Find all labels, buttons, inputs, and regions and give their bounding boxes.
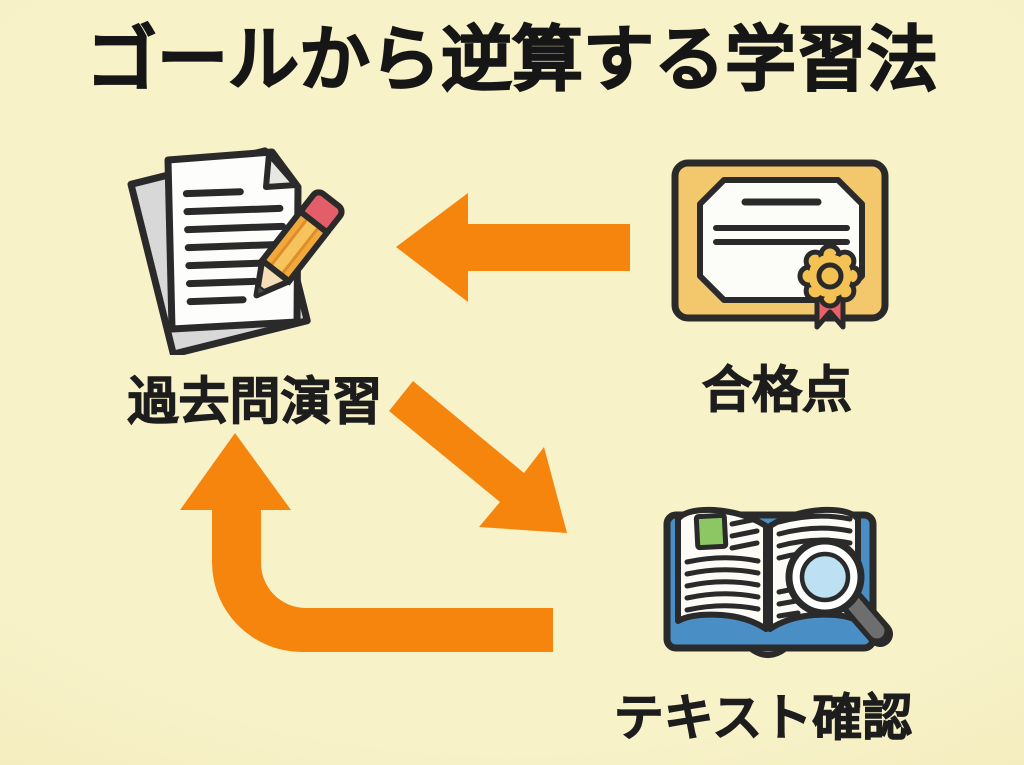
- magnifier-icon: [785, 537, 893, 647]
- book-spine-tab: [747, 645, 789, 658]
- arrow-past-exams-to-textbook: [389, 381, 567, 533]
- label-textbook-check: テキスト確認: [613, 690, 913, 747]
- award-rosette: [797, 243, 863, 309]
- arrow-goal-to-past-exams: [396, 193, 630, 302]
- magnifier-lens: [799, 551, 851, 603]
- pencil-wood-tip: [253, 257, 292, 299]
- magnifier-handle: [846, 596, 885, 639]
- label-past-exam-practice: 過去問演習: [127, 373, 383, 431]
- certificate-text-lines: [713, 198, 850, 245]
- page-title: ゴールから逆算する学習法: [85, 21, 939, 101]
- paper-fold-corner: [263, 151, 299, 190]
- paper-text-lines: [182, 188, 287, 306]
- pencil-graphite: [255, 283, 268, 297]
- arrow-textbook-loop-to-past-exams: [180, 433, 553, 652]
- certificate-icon: [671, 159, 889, 330]
- textbook-magnifier-icon: [663, 506, 893, 658]
- label-passing-score: 合格点: [702, 362, 853, 419]
- rosette-center: [816, 262, 844, 290]
- page-image-placeholder: [693, 512, 729, 551]
- past-exam-papers-icon: [127, 147, 345, 355]
- pencil-highlight: [272, 220, 317, 273]
- pencil-icon: [253, 189, 345, 299]
